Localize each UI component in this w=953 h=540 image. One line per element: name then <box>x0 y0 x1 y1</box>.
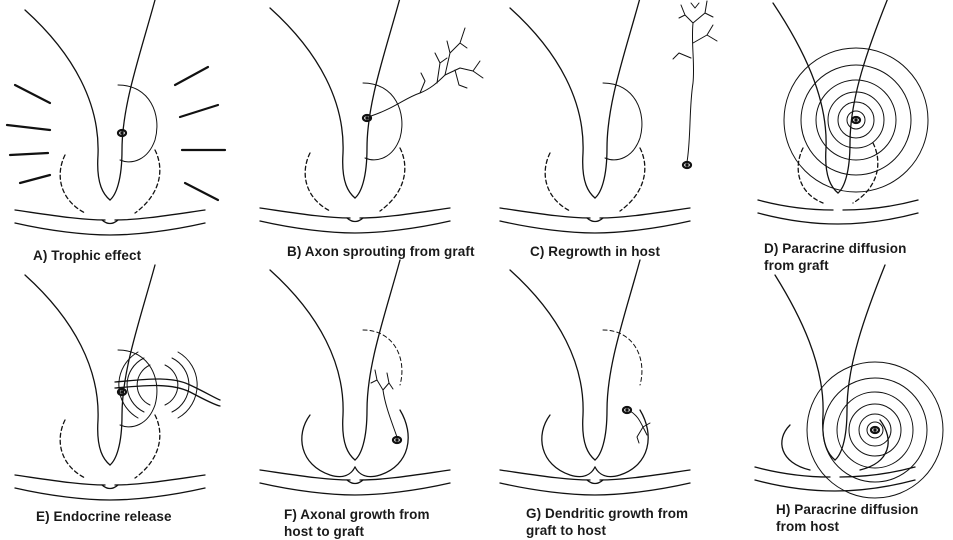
caption-axonal-growth-host-to-graft: F) Axonal growth from host to graft <box>284 506 430 540</box>
panel-c <box>500 0 717 233</box>
caption-axon-sprouting: B) Axon sprouting from graft <box>287 243 475 260</box>
brain-outline-right <box>838 0 888 193</box>
graft-region-outline <box>302 410 408 477</box>
brain-outline <box>500 0 690 233</box>
graft-region-outline <box>60 415 160 478</box>
neuron-cell <box>852 117 860 123</box>
panel-d <box>758 0 928 224</box>
brain-outline <box>260 0 450 233</box>
neuron-cell <box>683 162 691 168</box>
graft-region-outline <box>542 410 648 477</box>
panel-b <box>260 0 483 233</box>
caption-paracrine-from-graft: D) Paracrine diffusion from graft <box>764 240 906 274</box>
floor-line-lower <box>758 213 918 224</box>
regrowing-axon <box>673 1 717 162</box>
graft-region-outline-right <box>853 143 878 203</box>
panel-a <box>7 0 225 235</box>
panel-h <box>755 265 943 498</box>
floor-line <box>758 200 918 210</box>
brain-outline <box>500 260 690 495</box>
blood-vessel <box>115 379 220 406</box>
caption-endocrine-release: E) Endocrine release <box>36 508 172 525</box>
panel-f <box>260 260 450 495</box>
neuron-cell <box>118 130 126 136</box>
floor-line <box>755 467 915 477</box>
trophic-rays <box>7 67 225 200</box>
brain-outline <box>15 0 205 235</box>
graft-region-outline <box>545 148 645 211</box>
caption-regrowth-in-host: C) Regrowth in host <box>530 243 660 260</box>
neuron-cell <box>871 427 879 433</box>
graft-region-outline <box>60 150 160 213</box>
caption-dendritic-growth-graft-to-host: G) Dendritic growth from graft to host <box>526 505 688 539</box>
caption-paracrine-from-host: H) Paracrine diffusion from host <box>776 501 918 535</box>
brain-outline <box>15 265 205 500</box>
brain-outline <box>260 260 450 495</box>
host-axon <box>371 370 397 437</box>
neuron-cell <box>623 407 631 413</box>
panel-e <box>15 265 220 500</box>
graft-boundary <box>603 330 642 385</box>
caption-trophic-effect: A) Trophic effect <box>33 247 141 264</box>
neuron-cell <box>393 437 401 443</box>
graft-boundary <box>363 330 402 385</box>
panel-g <box>500 260 690 495</box>
graft-region-outline <box>305 148 405 211</box>
